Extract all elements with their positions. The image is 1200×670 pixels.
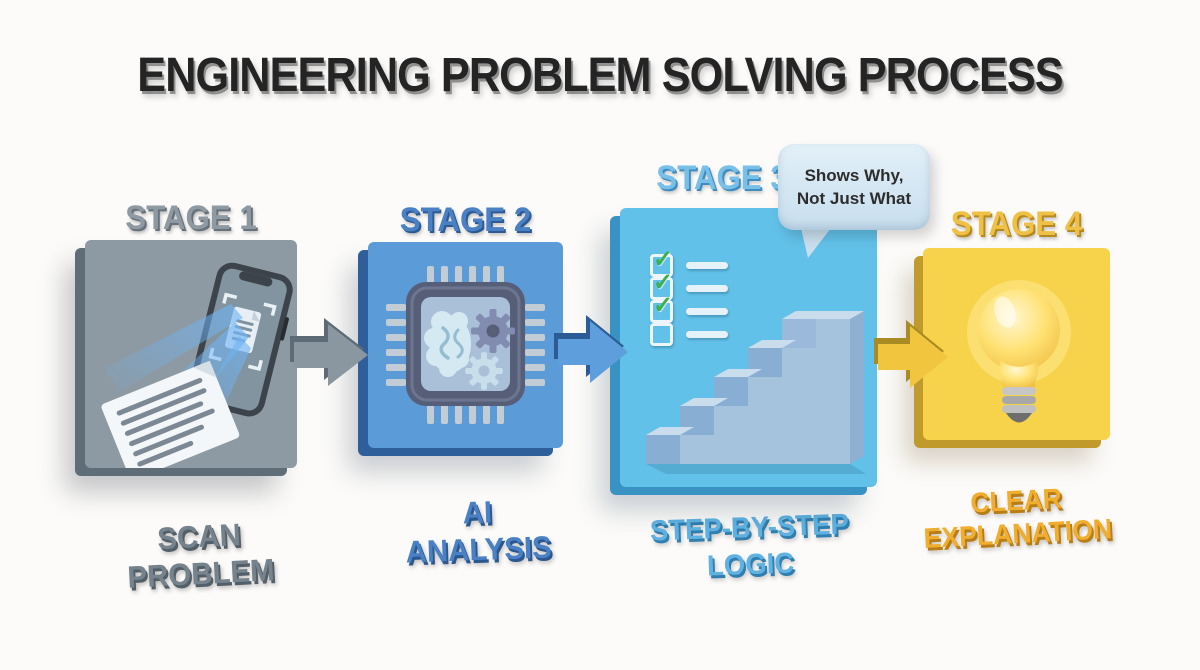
stage-2-panel [368, 242, 563, 448]
checklist-line [686, 331, 728, 338]
checklist-line [686, 308, 728, 315]
ai-chip-icon [386, 266, 545, 424]
checkbox-checked-icon: ✓ [650, 248, 673, 277]
stage-3-caption: STEP-BY-STEP LOGIC [621, 506, 880, 589]
checklist-line [686, 262, 728, 269]
stage-1-caption: SCAN PROBLEM [89, 512, 311, 597]
phone-scan-icon [101, 262, 293, 468]
stage-4-label: STAGE 4 [950, 205, 1083, 243]
gear-icon [465, 352, 503, 390]
stage-2-caption: AI ANALYSIS [372, 490, 583, 571]
checklist-item: ✓ [650, 271, 728, 300]
caption-line: ANALYSIS [404, 529, 553, 570]
checklist-line [686, 285, 728, 292]
speech-bubble-tail [800, 224, 834, 258]
checklist-item: ✓ [650, 248, 728, 277]
stage-4-caption: CLEAR EXPLANATION [902, 478, 1131, 556]
checkbox-checked-icon: ✓ [650, 271, 673, 300]
arrow-right-icon [874, 320, 948, 388]
stage-1-label: STAGE 1 [125, 199, 257, 237]
checkbox-unchecked-icon [650, 323, 673, 346]
stage-3-label: STAGE 3 [656, 159, 788, 197]
page-title: ENGINEERING PROBLEM SOLVING PROCESS [137, 49, 1063, 102]
stage-2-label: STAGE 2 [399, 201, 532, 239]
arrow-right-icon [554, 315, 628, 383]
paper-document-icon [101, 360, 240, 468]
brain-icon [424, 311, 471, 377]
speech-bubble-text-line1: Shows Why, [804, 166, 904, 185]
lightbulb-icon [967, 280, 1071, 423]
stage-3-panel: ✓ ✓ ✓ [620, 208, 877, 487]
chip-pins-icon [386, 266, 545, 424]
checkmark-icon: ✓ [653, 292, 674, 319]
checklist-item: ✓ [650, 294, 728, 323]
checkmark-icon: ✓ [653, 246, 674, 273]
checkbox-checked-icon: ✓ [650, 294, 673, 323]
stage-4-panel [923, 248, 1110, 440]
gear-icon [471, 309, 515, 353]
stairs-icon [646, 311, 866, 474]
checklist-icon: ✓ ✓ ✓ [650, 248, 728, 346]
checklist-item [650, 323, 728, 346]
speech-bubble: Shows Why, Not Just What [778, 144, 930, 230]
speech-bubble-text-line2: Not Just What [796, 189, 912, 208]
arrow-right-icon [290, 318, 368, 386]
bulb-base-icon [1002, 387, 1036, 423]
stage-1-panel [85, 240, 297, 468]
checkmark-icon: ✓ [653, 269, 674, 296]
